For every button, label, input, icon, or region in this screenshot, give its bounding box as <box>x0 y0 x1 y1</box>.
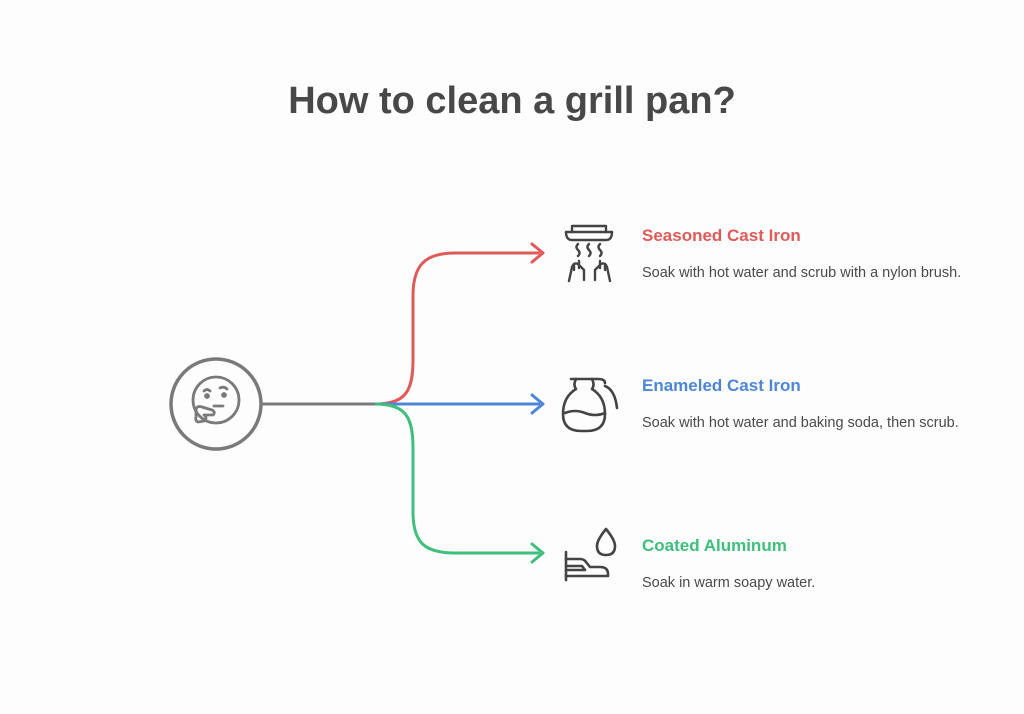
option-description-seasoned-cast-iron: Soak with hot water and scrub with a nyl… <box>642 265 962 281</box>
soap-drop-icon <box>564 527 617 582</box>
option-description-coated-aluminum: Soak in warm soapy water. <box>642 575 816 591</box>
page-title: How to clean a grill pan? <box>288 80 736 122</box>
hand-washing-icon <box>564 224 614 283</box>
arrowhead-green <box>530 542 545 564</box>
branch-connector-green <box>374 402 540 555</box>
arrowhead-blue <box>530 393 545 415</box>
thinking-face-icon <box>169 357 263 451</box>
option-title-enameled-cast-iron: Enameled Cast Iron <box>642 376 801 395</box>
option-description-enameled-cast-iron: Soak with hot water and baking soda, the… <box>642 415 959 431</box>
option-title-seasoned-cast-iron: Seasoned Cast Iron <box>642 226 801 245</box>
branch-connector-red <box>374 251 540 406</box>
option-title-coated-aluminum: Coated Aluminum <box>642 536 787 555</box>
pitcher-icon <box>561 377 619 433</box>
arrowhead-red <box>530 242 545 264</box>
